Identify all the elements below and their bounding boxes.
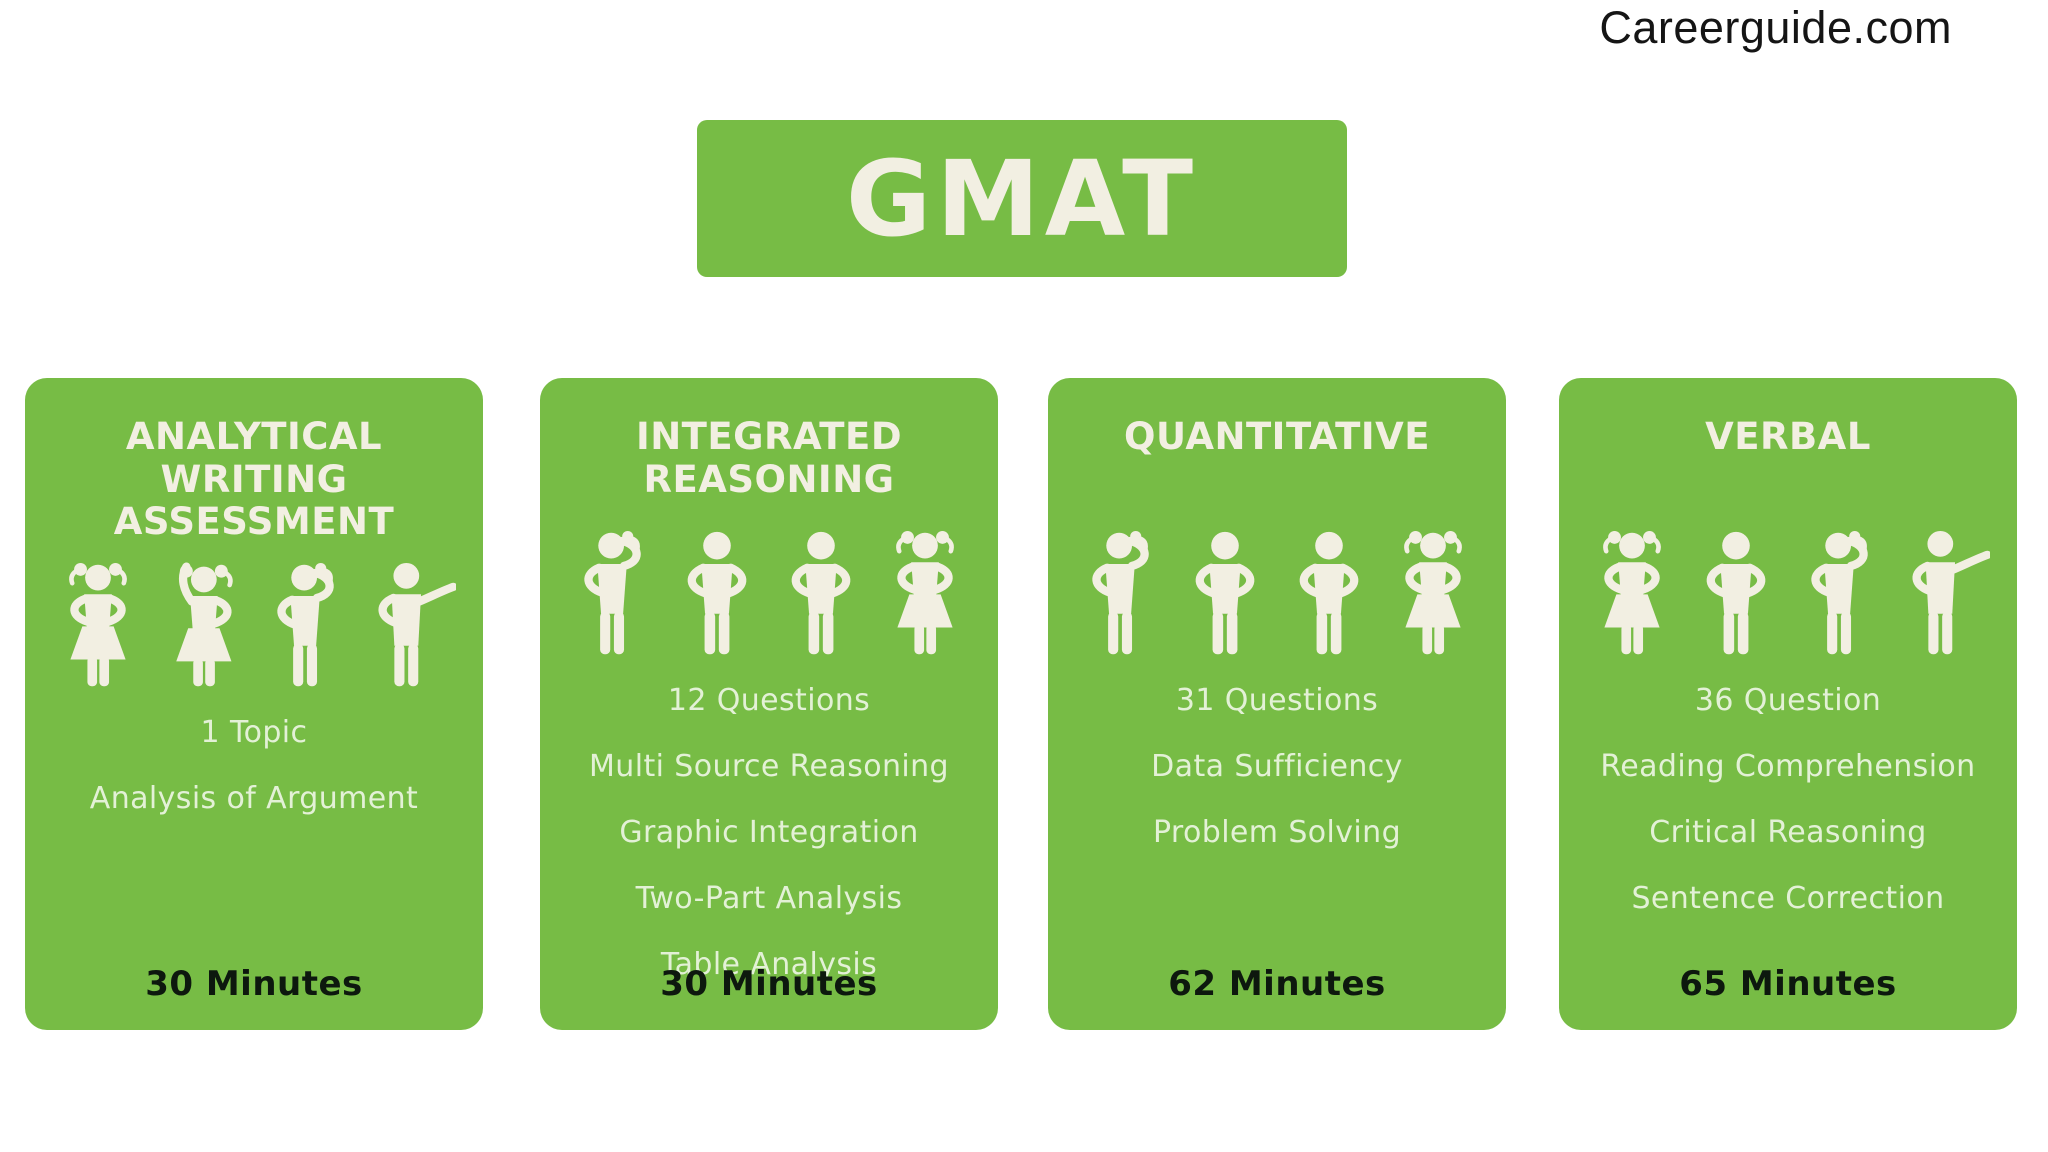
card-item: Reading Comprehension <box>1600 749 1976 784</box>
girl-pigtails-hands-on-hips-icon <box>1586 529 1678 658</box>
kid-hands-on-hips-icon <box>1283 529 1375 658</box>
card-item: Problem Solving <box>1152 815 1402 850</box>
kid-arm-outstretched-icon <box>364 561 456 690</box>
card-title: ANALYTICAL WRITING ASSESSMENT <box>113 415 395 544</box>
kid-hand-on-head-icon <box>1075 529 1167 658</box>
card-items: 12 Questions Multi Source Reasoning Grap… <box>558 686 980 980</box>
card-item: Table Analysis <box>660 947 878 982</box>
kid-hand-on-head-icon <box>1794 529 1886 658</box>
card-items: 31 Questions Data Sufficiency Problem So… <box>1066 686 1488 848</box>
card-items: 36 Question Reading Comprehension Critic… <box>1577 686 1999 914</box>
card-integrated-reasoning: INTEGRATED REASONING 12 Questions Multi … <box>540 378 998 1030</box>
card-title: VERBAL <box>1705 415 1871 458</box>
card-item: Critical Reasoning <box>1649 815 1927 850</box>
kid-hand-on-head-icon <box>260 561 352 690</box>
kid-arm-outstretched-icon <box>1898 529 1990 658</box>
figures-row <box>1066 528 1488 658</box>
card-title: INTEGRATED REASONING <box>635 415 903 501</box>
kid-hands-on-hips-icon <box>775 529 867 658</box>
girl-pigtails-waving-icon <box>156 561 248 690</box>
card-item: Data Sufficiency <box>1151 749 1403 784</box>
figures-row <box>558 528 980 658</box>
card-quantitative: QUANTITATIVE 31 Questions Data Sufficien… <box>1048 378 1506 1030</box>
figures-row <box>43 560 465 690</box>
card-analytical-writing-assessment: ANALYTICAL WRITING ASSESSMENT 1 Topic An… <box>25 378 483 1030</box>
figures-row <box>1577 528 1999 658</box>
card-items: 1 Topic Analysis of Argument <box>43 714 465 816</box>
card-item: Sentence Correction <box>1631 881 1945 916</box>
gmat-banner: GMAT <box>697 120 1347 277</box>
girl-pigtails-hands-on-hips-icon <box>1387 529 1479 658</box>
gmat-title: GMAT <box>845 137 1199 260</box>
card-duration: 30 Minutes <box>145 964 363 1004</box>
card-item: Graphic Integration <box>619 815 919 850</box>
card-duration: 65 Minutes <box>1679 964 1897 1004</box>
kid-hands-on-hips-icon <box>671 529 763 658</box>
card-item: 12 Questions <box>667 683 871 718</box>
card-verbal: VERBAL 36 Question Reading Comprehension… <box>1559 378 2017 1030</box>
card-item: 36 Question <box>1694 683 1882 718</box>
card-item: Analysis of Argument <box>89 780 419 816</box>
girl-pigtails-hands-on-hips-icon <box>879 529 971 658</box>
card-duration: 62 Minutes <box>1168 964 1386 1004</box>
kid-hands-on-hips-icon <box>1690 529 1782 658</box>
kid-hand-on-head-icon <box>567 529 659 658</box>
girl-pigtails-hands-on-hips-icon <box>52 561 144 690</box>
card-item: 31 Questions <box>1175 683 1379 718</box>
card-item: 1 Topic <box>200 714 308 750</box>
card-item: Multi Source Reasoning <box>589 749 949 784</box>
kid-hands-on-hips-icon <box>1179 529 1271 658</box>
card-title: QUANTITATIVE <box>1123 415 1430 458</box>
card-duration: 30 Minutes <box>660 964 878 1004</box>
brand-text: Careerguide.com <box>1599 2 1952 53</box>
card-item: Two-Part Analysis <box>635 881 903 916</box>
